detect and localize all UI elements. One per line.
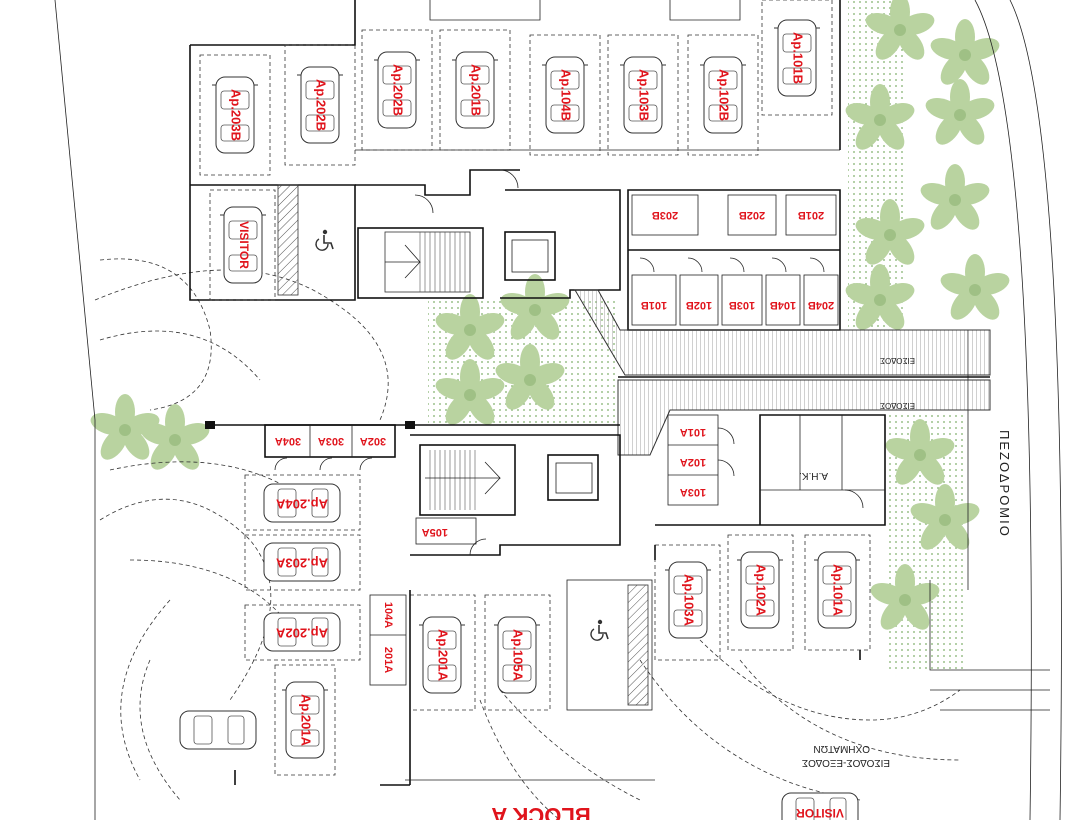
entrance-label-2: ΟΧΗΜΑΤΩΝ xyxy=(813,743,870,754)
wheelchair-icon xyxy=(315,229,334,251)
block-title: BLOCK A xyxy=(491,803,591,820)
parking-bay-label: Ap.103A xyxy=(682,574,697,627)
parking-bay-label: Ap.102B xyxy=(717,69,732,121)
storage-unit-label: 204B xyxy=(808,299,834,311)
parking-bay-label: Ap.105A xyxy=(511,629,526,682)
parking-bay-label: Ap.202B xyxy=(391,64,406,116)
corridor-label-2: ΕΙΣΟΔΟΣ xyxy=(880,401,915,410)
storage-unit-label: 103A xyxy=(680,486,706,498)
ahk-label: Α.Η.Κ. xyxy=(799,470,828,481)
storage-unit-label: 102A xyxy=(680,456,706,468)
left-parking xyxy=(179,474,361,776)
parking-bay-label: Ap.103B xyxy=(637,69,652,121)
road-label: ΠΕΖΟΔΡΟΜΙΟ xyxy=(997,430,1012,538)
storage-unit-label: 201A xyxy=(382,647,394,673)
parking-bay-label: Ap.203B xyxy=(229,89,244,141)
parking-bay-label: Ap.102A xyxy=(754,564,769,617)
corridor-label-1: ΕΙΣΟΔΟΣ xyxy=(880,356,915,365)
bottom-parking xyxy=(409,534,871,820)
storage-unit-label: 102B xyxy=(686,299,712,311)
storage-unit-label: 104A xyxy=(382,602,394,628)
storage-105a: 105A xyxy=(422,526,448,538)
storage-unit-label: 104B xyxy=(770,299,796,311)
storage-unit-label: 202B xyxy=(739,209,765,221)
top-parking-row xyxy=(199,0,833,284)
parking-bay-label: Ap.203A xyxy=(275,556,328,571)
parking-bay-label: Ap.101B xyxy=(791,32,806,84)
parking-bay-label: Ap.201A xyxy=(299,694,314,747)
storage-unit-label: 303A xyxy=(318,435,344,447)
storage-unit-label: 304A xyxy=(275,435,301,447)
parking-bay-label: Ap.104B xyxy=(559,69,574,121)
storage-unit-label: 201B xyxy=(798,209,824,221)
storage-block-mid xyxy=(264,424,396,471)
storage-unit-label: 203B xyxy=(652,209,678,221)
parking-bay-label: Ap.201A xyxy=(436,629,451,682)
entrance-ramp xyxy=(574,289,991,456)
parking-bay-label: Ap.202B xyxy=(314,79,329,131)
storage-unit-label: 101A xyxy=(680,426,706,438)
storage-unit-label: 101B xyxy=(641,299,667,311)
wheelchair-icon-bottom xyxy=(590,618,609,641)
visitor-bay-label: VISITOR xyxy=(796,806,844,820)
storage-unit-label: 302A xyxy=(360,435,386,447)
storage-small xyxy=(369,594,407,686)
storage-block-top xyxy=(627,189,841,331)
parking-bay-label: Ap.201B xyxy=(469,64,484,116)
entrance-label-1: ΕΙΣΟΔΟΣ-ΕΞΟΔΟΣ xyxy=(802,757,890,768)
parking-bay-label: Ap.202A xyxy=(275,626,328,641)
parking-bay-label: Ap.204A xyxy=(275,497,328,512)
visitor-bay-label: VISITOR xyxy=(237,221,251,269)
storage-unit-label: 103B xyxy=(729,299,755,311)
parking-bay-label: Ap.101A xyxy=(831,564,846,617)
core-top xyxy=(355,169,621,299)
core-bottom xyxy=(410,414,886,556)
